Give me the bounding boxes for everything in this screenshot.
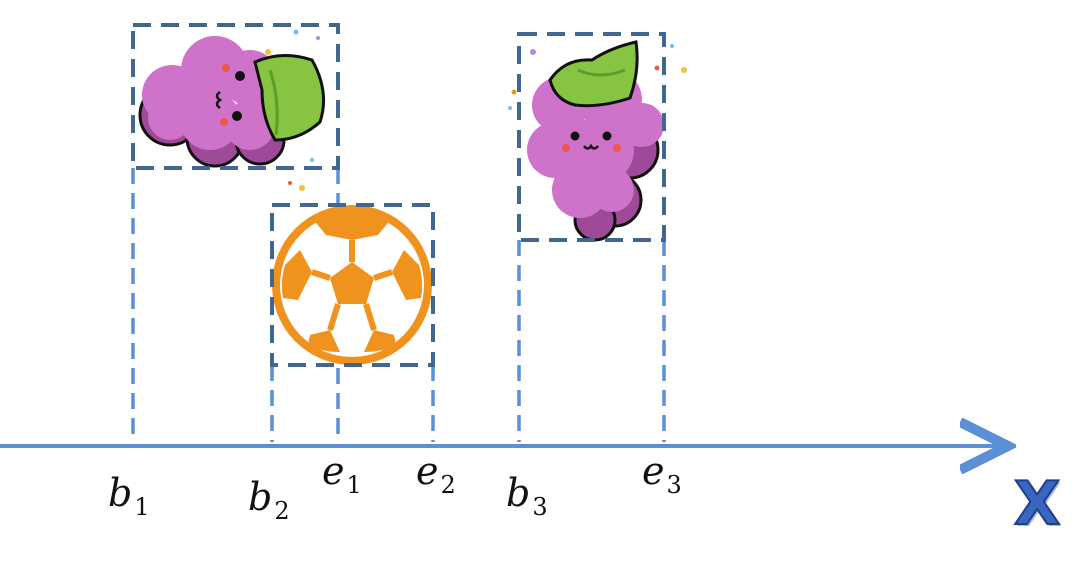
label-b3-subscript: 3 [532,493,548,521]
label-b1: b1 [108,474,150,519]
label-b1-symbol: b [108,471,133,515]
label-e1-subscript: 1 [346,471,362,499]
label-e3: e3 [642,452,682,497]
grape-lying-bounding-box [131,23,340,170]
label-e2-symbol: e [416,449,439,493]
label-e1-symbol: e [322,449,345,493]
soccer-ball-icon [272,205,432,365]
label-e1: e1 [322,452,362,497]
axis-x-label: X [1013,469,1061,539]
label-b3: b3 [506,474,548,519]
label-e2-subscript: 2 [440,471,456,499]
soccer-ball-bounding-box [270,203,435,367]
label-e2: e2 [416,452,456,497]
label-b2: b2 [248,478,290,523]
label-b2-subscript: 2 [274,497,290,525]
label-b2-symbol: b [248,475,273,519]
grape-cluster-upright-icon [508,40,687,242]
label-e3-subscript: 3 [666,471,682,499]
label-e3-symbol: e [642,449,665,493]
grape-cluster-lying-icon [138,29,326,191]
label-b1-subscript: 1 [134,493,150,521]
grape-upright-bounding-box [517,32,666,242]
label-b3-symbol: b [506,471,531,515]
